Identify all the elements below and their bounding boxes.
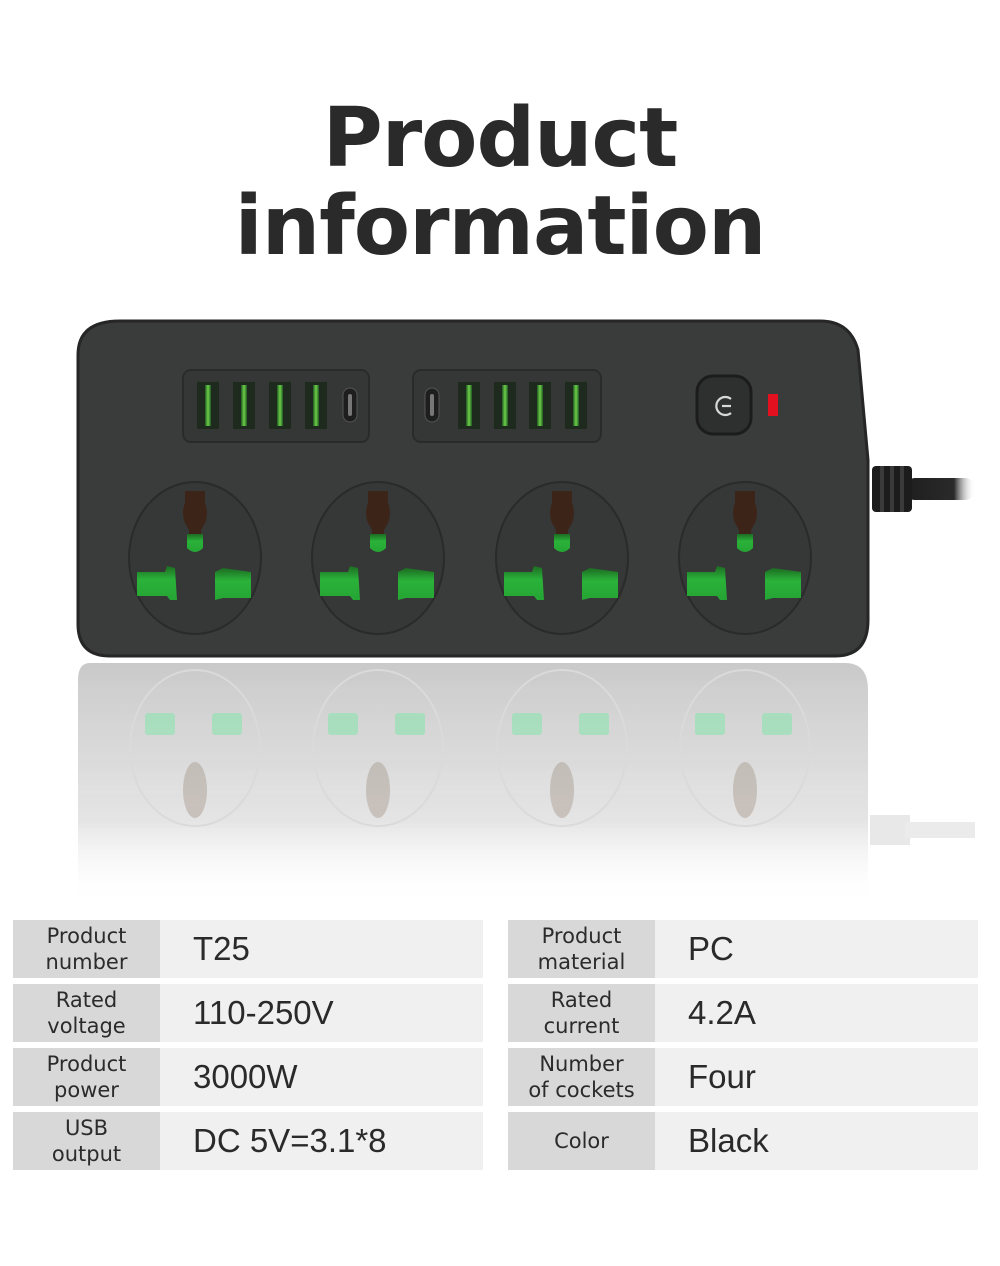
spec-table-left: Product number T25 Rated voltage 110-250…: [13, 920, 483, 1176]
spec-row-product-power: Product power 3000W: [13, 1048, 483, 1106]
spec-row-product-number: Product number T25: [13, 920, 483, 978]
title-line-1: Product: [322, 91, 679, 186]
spec-row-number-of-sockets: Number of cockets Four: [508, 1048, 978, 1106]
reflection: [78, 663, 975, 905]
spec-label: Product material: [508, 920, 655, 978]
spec-row-rated-current: Rated current 4.2A: [508, 984, 978, 1042]
spec-value: 3000W: [160, 1048, 483, 1106]
spec-value: 4.2A: [655, 984, 978, 1042]
spec-row-product-material: Product material PC: [508, 920, 978, 978]
spec-value: T25: [160, 920, 483, 978]
spec-label: Number of cockets: [508, 1048, 655, 1106]
spec-value: Black: [655, 1112, 978, 1170]
spec-table-right: Product material PC Rated current 4.2A N…: [508, 920, 978, 1176]
spec-label: Product number: [13, 920, 160, 978]
spec-value: DC 5V=3.1*8: [160, 1112, 483, 1170]
spec-label: Rated voltage: [13, 984, 160, 1042]
spec-value: Four: [655, 1048, 978, 1106]
title-line-2: information: [234, 179, 767, 274]
spec-label: Product power: [13, 1048, 160, 1106]
spec-row-color: Color Black: [508, 1112, 978, 1170]
usb-group-1: [182, 369, 370, 443]
sockets: [128, 481, 812, 635]
usb-group-2: [412, 369, 602, 443]
power-button-icon: [695, 374, 753, 436]
spec-label: Color: [508, 1112, 655, 1170]
spec-row-usb-output: USB output DC 5V=3.1*8: [13, 1112, 483, 1170]
spec-label: USB output: [13, 1112, 160, 1170]
power-strip-image: [0, 300, 1000, 910]
indicator-light: [768, 394, 778, 416]
spec-value: PC: [655, 920, 978, 978]
spec-value: 110-250V: [160, 984, 483, 1042]
spec-label: Rated current: [508, 984, 655, 1042]
spec-row-rated-voltage: Rated voltage 110-250V: [13, 984, 483, 1042]
page-title: Product information: [0, 95, 1000, 271]
power-cord: [872, 466, 975, 512]
